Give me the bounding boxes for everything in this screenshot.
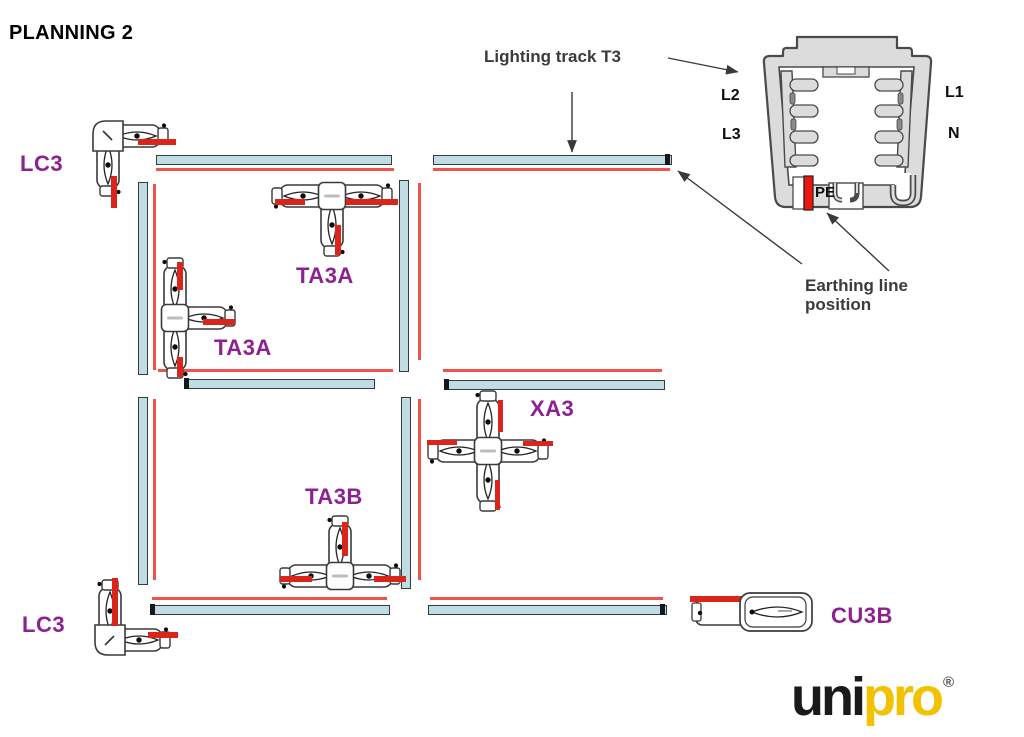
earthing-line-segment: [153, 184, 156, 370]
ta3a-tee-connector-left: [160, 257, 236, 379]
cu3b-end-connector: [690, 592, 813, 632]
lighting-track-segment: [138, 182, 148, 375]
arrow-earthing-to-track: [677, 170, 803, 265]
label-lc3-top: LC3: [20, 151, 64, 176]
ta3b-tee-connector: [279, 515, 406, 591]
lighting-track-segment: [428, 605, 667, 615]
lc3-corner-connector-top: [92, 120, 176, 208]
label-lc3-bottom: LC3: [22, 612, 66, 637]
lc3-corner-connector-bottom: [94, 578, 178, 656]
ta3a-tee-connector-top: [271, 181, 398, 257]
arrow-earthing-to-pe: [826, 212, 890, 272]
pin-label-l2: L2: [721, 87, 740, 104]
earthing-line-segment: [153, 399, 156, 580]
earthing-line-segment: [156, 168, 394, 171]
xa3-cross-connector: [427, 390, 553, 512]
pin-label-l3: L3: [722, 126, 741, 143]
pin-label-pe: PE: [815, 184, 836, 201]
label-ta3a-top: TA3A: [296, 263, 354, 288]
track-end-cap: [660, 604, 665, 615]
lighting-track-segment: [399, 180, 409, 372]
track-end-cap: [150, 604, 155, 615]
earthing-line-segment: [443, 369, 662, 372]
pin-label-n: N: [948, 125, 960, 142]
label-ta3b: TA3B: [305, 484, 363, 509]
earthing-line-segment: [152, 597, 387, 600]
track-end-cap: [444, 379, 449, 390]
page-title: PLANNING 2: [9, 22, 134, 44]
lighting-track-label: Lighting track T3: [484, 47, 621, 66]
earthing-line-segment: [418, 399, 421, 580]
lighting-track-segment: [156, 155, 392, 165]
earthing-line-segment: [158, 369, 393, 372]
track-end-cap: [665, 154, 670, 165]
earthing-position-label: Earthing line position: [805, 276, 908, 314]
profile-comb-right: [874, 70, 913, 168]
lighting-track-segment: [401, 397, 411, 589]
registered-mark: ®: [942, 674, 955, 691]
label-ta3a-left: TA3A: [214, 335, 272, 360]
lighting-track-segment: [138, 397, 148, 585]
earthing-line-segment: [430, 597, 663, 600]
logo-pro: pro: [862, 667, 944, 727]
earthing-label-line2: position: [805, 295, 872, 314]
earthing-line-segment: [433, 168, 670, 171]
label-cu3b: CU3B: [831, 603, 893, 628]
earthing-label-line1: Earthing line: [805, 276, 908, 295]
arrow-label-to-cross-section: [667, 57, 739, 75]
track-cross-section: [762, 35, 933, 211]
track-end-cap: [184, 378, 189, 389]
pin-label-l1: L1: [945, 84, 964, 101]
earthing-line-segment: [418, 183, 421, 360]
unipro-logo: unipro®: [791, 670, 954, 724]
label-xa3: XA3: [530, 396, 575, 421]
lighting-track-segment: [433, 155, 672, 165]
logo-uni: uni: [791, 667, 866, 727]
pe-earthing-bar: [803, 175, 814, 211]
profile-comb-left: [780, 70, 819, 168]
